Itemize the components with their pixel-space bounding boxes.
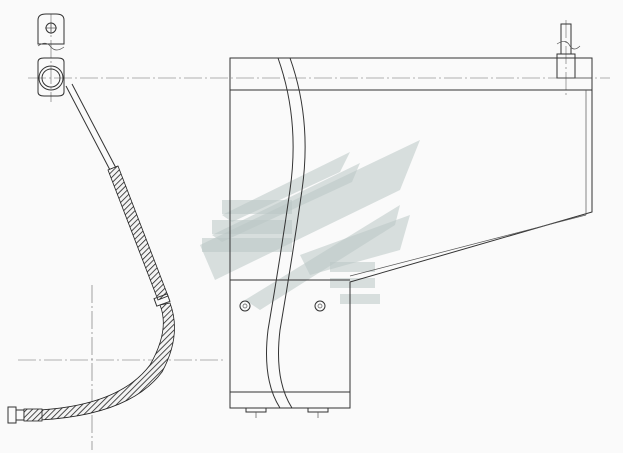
housing-body bbox=[229, 23, 593, 418]
lever-arm bbox=[7, 13, 175, 424]
watermark-logo bbox=[200, 140, 420, 310]
